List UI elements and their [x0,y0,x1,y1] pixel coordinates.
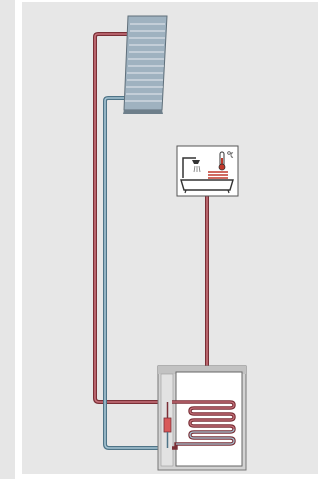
pump-icon [163,417,172,433]
shower-bath-icon [180,157,234,194]
solar-panel-icon [123,15,168,111]
pump-station [163,402,172,448]
coil-icon [172,400,236,450]
left-margin-strip [0,0,15,479]
hot-water-fixture [176,145,239,197]
solar-collector [123,15,168,114]
thermometer-icon [218,151,234,171]
pipes [93,32,209,450]
storage-tank [157,365,247,471]
